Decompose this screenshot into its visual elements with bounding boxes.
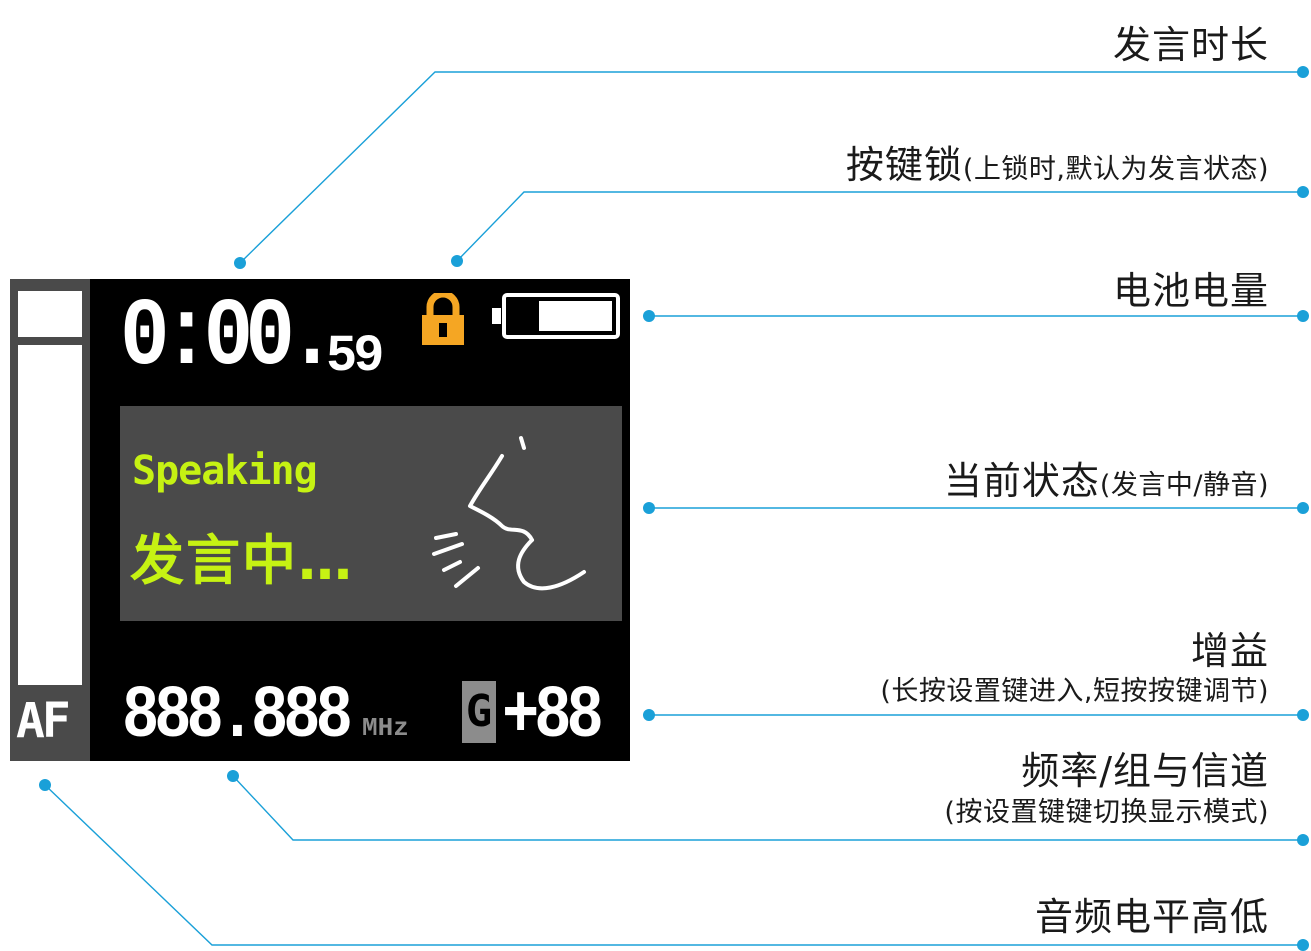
label-audio-level-title: 音频电平高低	[1034, 895, 1269, 939]
label-channel-note: (按设置键键切换显示模式)	[944, 797, 1269, 828]
label-key-lock-note: (上锁时,默认为发言状态)	[962, 154, 1269, 185]
gain-value: +88	[502, 675, 604, 759]
label-duration: 发言时长	[1113, 14, 1269, 69]
label-key-lock-title: 按键锁	[845, 143, 963, 187]
leader-key-lock-dot-start	[451, 255, 463, 267]
audio-level-bar	[18, 345, 82, 685]
speaking-duration: 0:00. 59	[120, 283, 384, 392]
af-label: AF	[16, 693, 71, 749]
label-state: 当前状态(发言中/静音)	[944, 450, 1269, 505]
status-text-en: Speaking	[132, 448, 318, 494]
leader-state-dot-end	[1297, 502, 1309, 514]
gain-indicator: G	[462, 681, 496, 743]
leader-audio-level-dot-end	[1297, 939, 1309, 951]
leader-key-lock	[456, 191, 1303, 262]
label-audio-level: 音频电平高低	[1035, 886, 1269, 941]
label-battery-title: 电池电量	[1112, 269, 1269, 313]
label-state-title: 当前状态	[943, 459, 1100, 503]
label-duration-title: 发言时长	[1112, 23, 1269, 67]
label-gain-note: (长按设置键进入,短按按键调节)	[880, 676, 1269, 707]
timer-hundredths: 59	[326, 327, 384, 386]
timer-main: 0:00.	[120, 283, 337, 392]
speaking-person-icon	[432, 436, 586, 591]
label-channel-title: 频率/组与信道	[1021, 749, 1269, 793]
leader-gain-dot-start	[643, 709, 655, 721]
label-key-lock: 按键锁(上锁时,默认为发言状态)	[846, 134, 1269, 189]
leader-state-dot-start	[643, 502, 655, 514]
audio-level-peak-segment	[18, 291, 82, 337]
leader-battery-dot-start	[643, 310, 655, 322]
status-text-cn: 发言中…	[130, 529, 354, 592]
label-gain-title: 增益	[1190, 629, 1269, 673]
device-screen: AF 0:00. 59 Speaking 发言中… 88	[10, 279, 630, 761]
leader-audio-level-dot-start	[39, 779, 51, 791]
gain-display: +88	[502, 675, 617, 759]
frequency-value: 888.888	[122, 675, 353, 759]
leader-battery-dot-end	[1297, 310, 1309, 322]
frequency-unit: MHz	[362, 713, 409, 743]
current-status-panel: Speaking 发言中…	[120, 406, 622, 621]
leader-channel-dot-end	[1297, 834, 1309, 846]
frequency-display: 888.888 MHz	[122, 675, 409, 759]
leader-duration-dot-end	[1297, 66, 1309, 78]
audio-level-meter: AF	[10, 279, 90, 761]
label-battery: 电池电量	[1113, 260, 1269, 315]
label-state-note: (发言中/静音)	[1099, 470, 1269, 501]
battery-icon	[492, 293, 620, 339]
leader-channel-dot-start	[227, 770, 239, 782]
padlock-icon	[422, 293, 464, 345]
leader-duration-dot-start	[234, 257, 246, 269]
battery-level-fill	[539, 301, 612, 331]
leader-gain-dot-end	[1297, 709, 1309, 721]
leader-key-lock-dot-end	[1297, 186, 1309, 198]
